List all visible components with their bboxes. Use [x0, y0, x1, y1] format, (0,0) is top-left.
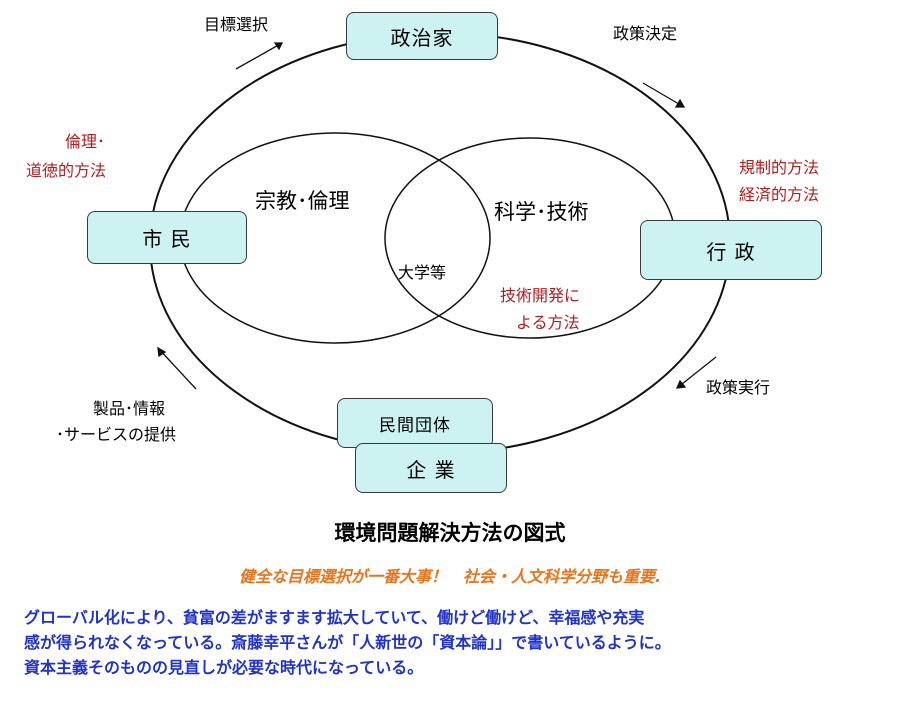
arrow-head-products: [157, 346, 167, 358]
administration-box[interactable]: 行 政: [640, 220, 822, 280]
regulatory-method-label-2: 経済的方法: [739, 185, 820, 204]
arrow-policy-execution: [676, 356, 717, 389]
science-tech-circle: [384, 137, 676, 339]
arrow-head-policy-execution: [675, 379, 687, 389]
commentary-paragraph: グローバル化により、貧富の差がますます拡大していて、働けど働けど、幸福感や充実 …: [24, 605, 894, 680]
administration-label: 行 政: [706, 239, 756, 264]
ethical-method-label-2: 道徳的方法: [26, 161, 107, 180]
private-org-label: 民間団体: [379, 415, 451, 436]
politician-label: 政治家: [390, 25, 454, 50]
products-info-label-2: ･サービスの提供: [56, 425, 177, 444]
arrow-goal-selection: [235, 42, 283, 70]
ethical-method-label-1: 倫理･: [65, 132, 106, 151]
arrow-head-policy-decision: [674, 98, 686, 108]
commentary-line-1: グローバル化により、貧富の差がますます拡大していて、働けど働けど、幸福感や充実: [24, 608, 645, 627]
tech-method-label-2: よる方法: [516, 313, 580, 332]
private-org-box[interactable]: 民間団体: [337, 398, 493, 448]
policy-decision-label: 政策決定: [613, 24, 678, 43]
commentary-line-3: 資本主義そのものの見直しが必要な時代になっている。: [24, 658, 424, 677]
commentary-line-2: 感が得られなくなっている。斎藤幸平さんが「人新世の「資本論」」で書いているように…: [24, 633, 671, 652]
products-info-label-1: 製品･情報: [93, 399, 166, 418]
regulatory-method-label-1: 規制的方法: [739, 158, 820, 177]
arrow-products: [157, 347, 197, 390]
politician-box[interactable]: 政治家: [346, 12, 498, 60]
citizen-box[interactable]: 市 民: [87, 211, 247, 264]
arrow-policy-decision: [642, 82, 685, 108]
religion-ethics-label: 宗教･倫理: [255, 189, 350, 213]
diagram-title: 環境問題解決方法の図式: [334, 521, 566, 545]
overlap-label: 大学等: [398, 263, 447, 282]
diagram-subtitle: 健全な目標選択が一番大事！ 社会・人文科学分野も重要.: [238, 567, 662, 586]
citizen-label: 市 民: [142, 227, 192, 251]
arrow-head-goal-selection: [273, 42, 284, 51]
company-box[interactable]: 企 業: [355, 443, 507, 493]
company-label: 企 業: [406, 457, 456, 482]
science-tech-label: 科学･技術: [494, 200, 589, 224]
policy-execution-label: 政策実行: [706, 378, 771, 397]
tech-method-label-1: 技術開発に: [500, 286, 581, 305]
goal-selection-label: 目標選択: [204, 15, 269, 34]
